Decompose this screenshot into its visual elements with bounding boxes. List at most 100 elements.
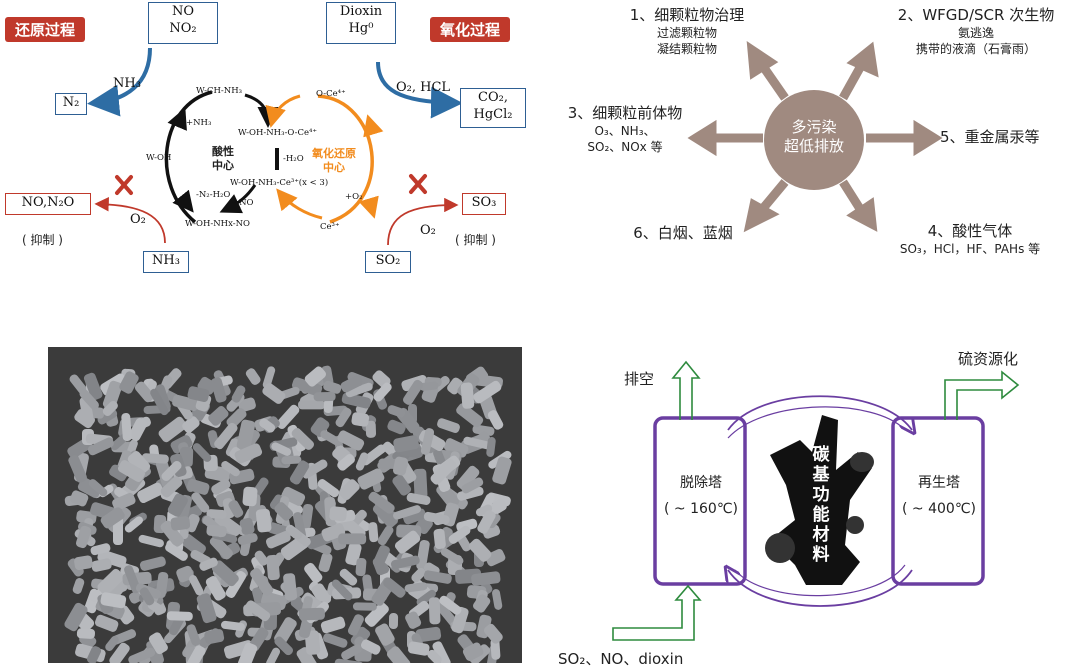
redox-center-line2: 中心 xyxy=(323,161,345,174)
cycle-w-oh-nh3-ce3: W-OH-NH₃-Ce³⁺(x < 3) xyxy=(230,178,329,188)
item4-title: 4、酸性气体 xyxy=(927,222,1013,240)
pellet xyxy=(73,554,94,571)
absorber-label: 脱除塔 ( ~ 160℃) xyxy=(655,470,747,522)
regenerator-label: 再生塔 ( ~ 400℃) xyxy=(893,470,985,522)
cycle-minus-n2-h2o: -N₂-H₂O xyxy=(196,190,231,200)
pellet xyxy=(136,534,165,549)
pellet xyxy=(204,627,226,644)
cycle-ce3: Ce³⁺ xyxy=(320,222,340,232)
carbon-pellets-photo xyxy=(48,347,522,663)
pellet xyxy=(299,607,326,621)
box-nh3: NH₃ xyxy=(143,251,189,273)
redox-center-label: 氧化还原 中心 xyxy=(312,147,356,175)
pellet xyxy=(388,612,398,629)
item2-sub1: 氨逃逸 xyxy=(957,26,994,40)
pellet xyxy=(120,412,132,442)
box-no-line1: NO xyxy=(171,4,195,19)
box-co2-hgcl2: CO₂, HgCl₂ xyxy=(460,88,526,128)
loop-bottom xyxy=(728,570,913,607)
item3-sub2: SO₂、NOx 等 xyxy=(587,140,663,154)
arrow-to-non2o xyxy=(94,197,166,244)
material-char-2: 基 xyxy=(812,465,830,485)
absorber-line1: 脱除塔 xyxy=(680,475,722,491)
item3-sub1: O₃、NH₃、 xyxy=(594,124,656,138)
pellet xyxy=(283,572,298,602)
arrow-to-so3 xyxy=(387,197,459,246)
pellet xyxy=(90,558,113,573)
item2-title: 2、WFGD/SCR 次生物 xyxy=(897,6,1055,24)
material-char-1: 碳 xyxy=(812,445,830,465)
pellet xyxy=(170,515,191,531)
arrow-item2 xyxy=(839,61,866,101)
item6-title: 6、白烟、蓝烟 xyxy=(633,224,733,242)
pellet xyxy=(256,508,273,533)
absorber-tower xyxy=(653,416,747,586)
loop-top xyxy=(727,395,912,430)
material-char-4: 能 xyxy=(812,505,830,525)
pellet xyxy=(485,436,497,458)
material-char-3: 功 xyxy=(812,485,830,505)
cycle-w-oh: W-OH xyxy=(146,153,172,163)
pellet xyxy=(407,641,430,657)
box-dioxin-line1: Dioxin xyxy=(339,4,383,19)
pellet xyxy=(355,557,367,577)
pellet xyxy=(313,391,336,402)
item1-group: 1、细颗粒物治理 过滤颗粒物 凝结颗粒物 xyxy=(612,6,762,57)
inlet-label: SO₂、NO、dioxin xyxy=(558,650,684,668)
center-label: 多污染 超低排放 xyxy=(764,118,864,156)
pellet xyxy=(328,506,348,522)
acid-center-label: 酸性 中心 xyxy=(212,145,234,173)
block-x-right xyxy=(409,174,427,194)
label-o2-left: O₂ xyxy=(130,212,146,227)
label-o2-hcl: O₂, HCL xyxy=(396,80,451,95)
oxidation-process-tag: 氧化过程 xyxy=(430,17,511,42)
pellet xyxy=(338,533,367,545)
sulfur-label: 硫资源化 xyxy=(958,350,1019,368)
material-char-5: 材 xyxy=(812,525,830,545)
cycle-plus-nh3: +NH₃ xyxy=(186,118,212,128)
box-dioxin-hg: Dioxin Hg⁰ xyxy=(326,2,396,44)
pellet xyxy=(205,524,227,538)
box-so3: SO₃ xyxy=(462,193,506,215)
box-no-line2: NO₂ xyxy=(169,21,197,36)
acid-cycle-left xyxy=(164,90,213,224)
pellet xyxy=(351,412,370,428)
cycle-w-oh-nh3-oce: W-OH-NH₃-O-Ce⁴⁺ xyxy=(238,128,317,138)
inlet-arrow xyxy=(612,584,702,641)
regenerator-line2: ( ~ 400℃) xyxy=(902,501,976,517)
pellet xyxy=(433,528,447,550)
item1-title: 1、细颗粒物治理 xyxy=(629,6,745,24)
pellet xyxy=(321,632,349,649)
suppress-right: ( 抑制 ) xyxy=(455,233,496,247)
pellet xyxy=(185,477,211,496)
suppress-left: ( 抑制 ) xyxy=(22,233,63,247)
box-n2: N₂ xyxy=(55,93,87,115)
box-dioxin-line2: Hg⁰ xyxy=(348,21,374,36)
item3-group: 3、细颗粒前体物 O₃、NH₃、 SO₂、NOx 等 xyxy=(560,104,690,155)
pellet xyxy=(244,366,263,387)
pellet xyxy=(470,571,502,587)
box-so2: SO₂ xyxy=(365,251,411,273)
pellet xyxy=(71,576,86,596)
carbon-material-shape xyxy=(765,415,874,585)
pellet xyxy=(317,552,334,574)
cycle-w-ch-nh3: W-CH-NH₃ xyxy=(196,86,243,96)
cycle-w-oh-nhx-no: W-OH-NHx-NO xyxy=(185,219,251,229)
center-circle xyxy=(764,90,864,190)
pellet xyxy=(76,628,95,640)
material-char-6: 料 xyxy=(812,545,830,565)
box-no-n2o: NO,N₂O xyxy=(5,193,91,215)
acid-center-line2: 中心 xyxy=(212,159,234,172)
cycle-o-ce4: O-Ce⁴⁺ xyxy=(316,89,346,99)
item2-sub2: 携带的液滴（石膏雨） xyxy=(915,42,1036,56)
pellet xyxy=(112,516,124,546)
item5-title: 5、重金属汞等 xyxy=(940,128,1040,146)
item1-sub2: 凝结颗粒物 xyxy=(656,42,717,56)
box-co2-line1: CO₂, xyxy=(478,90,508,105)
reduction-process-tag: 还原过程 xyxy=(5,17,86,42)
pellet xyxy=(353,602,377,611)
label-nh3: NH₃ xyxy=(113,76,141,91)
redox-cycle xyxy=(317,94,374,224)
redox-center-line1: 氧化还原 xyxy=(312,147,356,160)
